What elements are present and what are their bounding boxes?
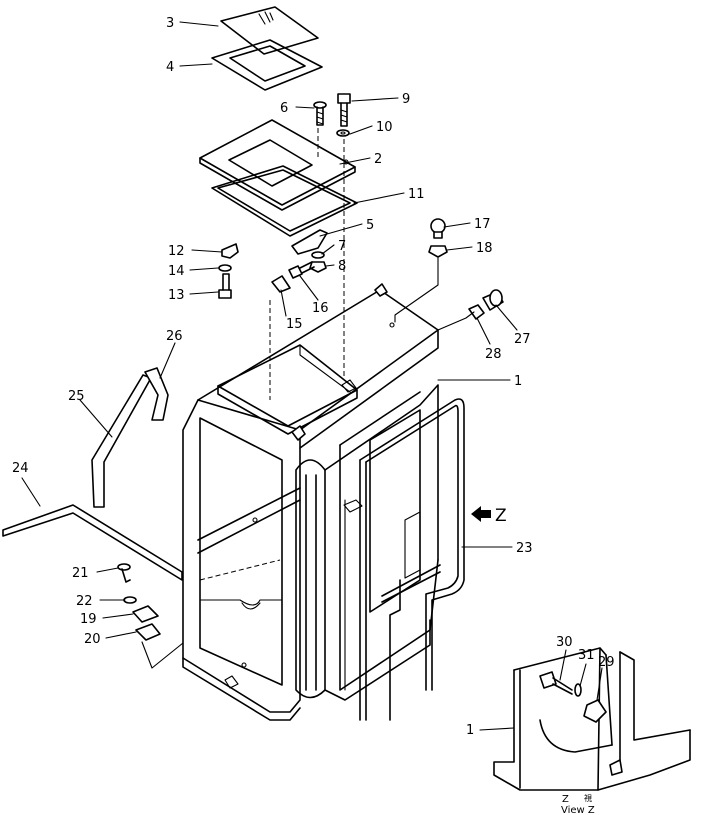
callout-18: 18 — [476, 241, 493, 256]
bolt-21 — [117, 563, 131, 583]
callout-8: 8 — [338, 259, 346, 274]
callout-10: 10 — [376, 120, 393, 135]
callout-2: 2 — [374, 152, 382, 167]
plug-17 — [430, 218, 446, 239]
side-handrail — [359, 398, 465, 721]
bracket-5 — [291, 229, 328, 255]
drain-hose-2 — [437, 311, 475, 331]
washer-22 — [123, 596, 137, 604]
callout-21: 21 — [72, 566, 89, 581]
callout-28: 28 — [485, 347, 502, 362]
view-z-caption-letter: Z — [562, 794, 569, 805]
view-z-arrow — [471, 506, 491, 522]
clamp-12 — [221, 243, 239, 259]
callout-6: 6 — [280, 101, 288, 116]
nut-8 — [309, 261, 327, 273]
bar-24 — [2, 504, 183, 581]
callout-4: 4 — [166, 60, 174, 75]
view-z-arrow-label: Z — [495, 506, 507, 526]
callout-16: 16 — [312, 301, 329, 316]
callout-5: 5 — [366, 218, 374, 233]
bolt-13 — [218, 273, 232, 299]
callout-1-detail: 1 — [466, 723, 474, 738]
bolt-16 — [288, 261, 315, 279]
callout-9: 9 — [402, 92, 410, 107]
callout-20: 20 — [84, 632, 101, 647]
roof-plate — [199, 119, 356, 211]
cab-frame — [182, 283, 439, 721]
nut-18 — [428, 245, 448, 258]
handrail-25 — [91, 374, 152, 508]
window-glass — [220, 6, 319, 55]
callout-13: 13 — [168, 288, 185, 303]
window-seal — [211, 39, 323, 91]
callout-17: 17 — [474, 217, 491, 232]
view-z-caption-mark: 視 — [584, 794, 592, 803]
callout-30: 30 — [556, 635, 573, 650]
callout-24: 24 — [12, 461, 29, 476]
bracket-26 — [144, 367, 169, 421]
view-z-detail — [493, 647, 691, 791]
callout-7: 7 — [338, 239, 346, 254]
callout-3: 3 — [166, 16, 174, 31]
leader-lines — [21, 21, 603, 731]
plug-27 — [482, 289, 504, 311]
bolt-9 — [337, 93, 351, 127]
callout-12: 12 — [168, 244, 185, 259]
washer-14 — [218, 264, 232, 272]
callout-22: 22 — [76, 594, 93, 609]
callout-31: 31 — [578, 648, 595, 663]
callout-23: 23 — [516, 541, 533, 556]
washer-7 — [311, 251, 325, 259]
callout-11: 11 — [408, 187, 425, 202]
plate-leader — [141, 641, 184, 669]
callout-14: 14 — [168, 264, 185, 279]
plate-19 — [132, 605, 159, 623]
washer-10 — [336, 129, 350, 137]
callout-19: 19 — [80, 612, 97, 627]
bolt-6 — [313, 101, 327, 126]
callout-26: 26 — [166, 329, 183, 344]
plate-20 — [135, 623, 161, 641]
callout-29: 29 — [598, 655, 615, 670]
drain-hose — [394, 257, 439, 323]
roof-gasket — [211, 128, 358, 380]
callout-15: 15 — [286, 317, 303, 332]
callout-25: 25 — [68, 389, 85, 404]
view-z-caption: View Z — [561, 805, 595, 815]
nut-28 — [468, 304, 485, 320]
clamp-15 — [271, 275, 291, 293]
callout-27: 27 — [514, 332, 531, 347]
callout-1: 1 — [514, 374, 522, 389]
